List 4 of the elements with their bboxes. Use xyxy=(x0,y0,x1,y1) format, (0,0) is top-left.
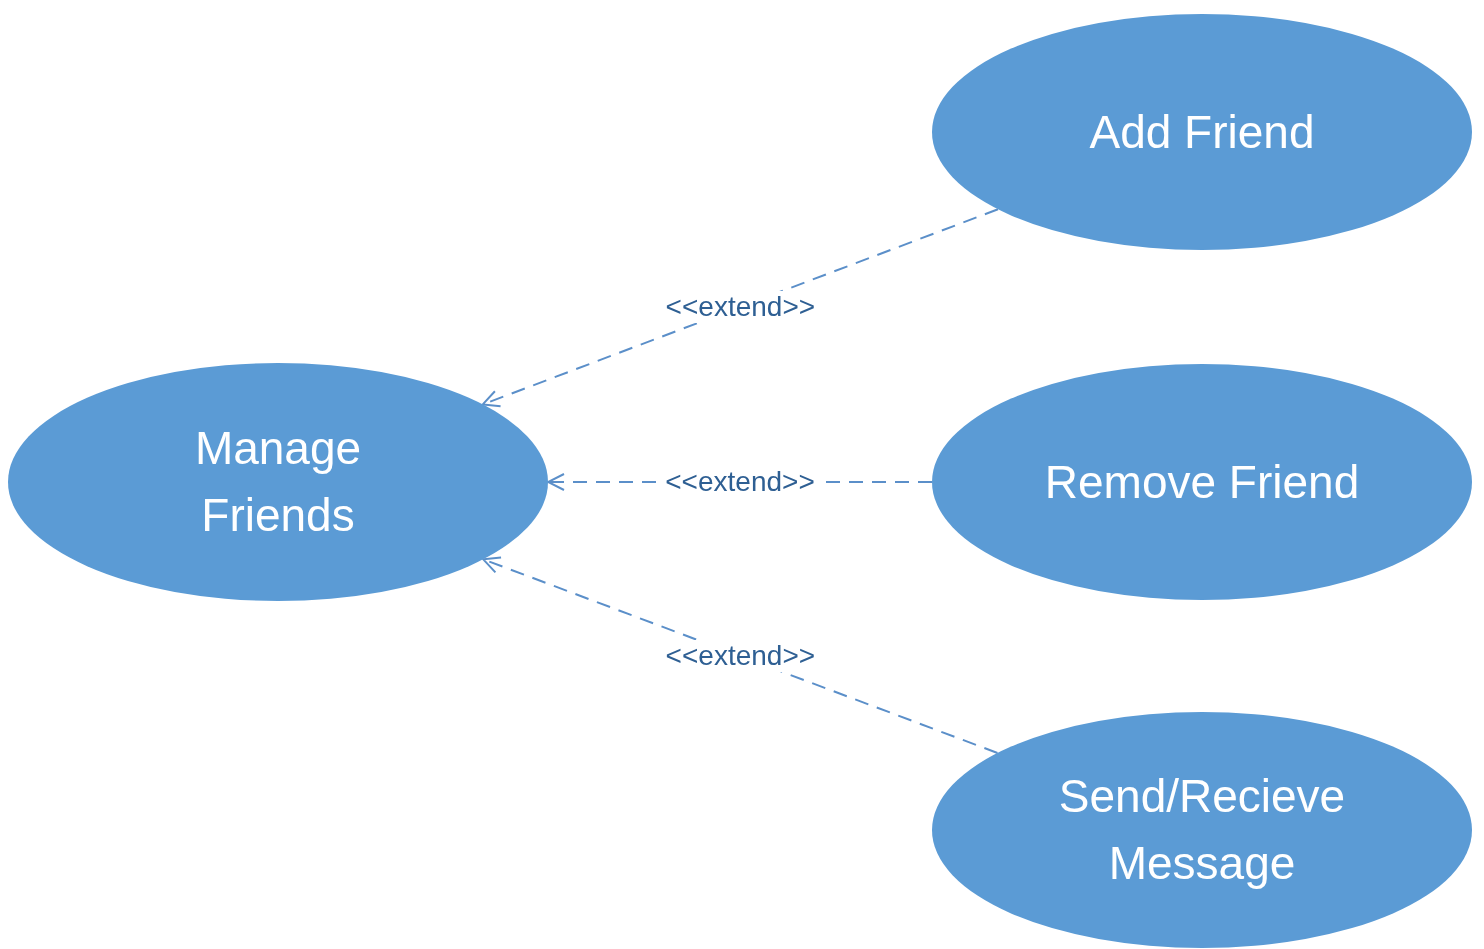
use-case-name: Remove Friend xyxy=(1044,454,1360,510)
use-case-name: Send/Recieve Message xyxy=(1057,769,1347,891)
use-case-name: Manage Friends xyxy=(193,421,363,543)
use-case-name: Add Friend xyxy=(1089,104,1315,160)
